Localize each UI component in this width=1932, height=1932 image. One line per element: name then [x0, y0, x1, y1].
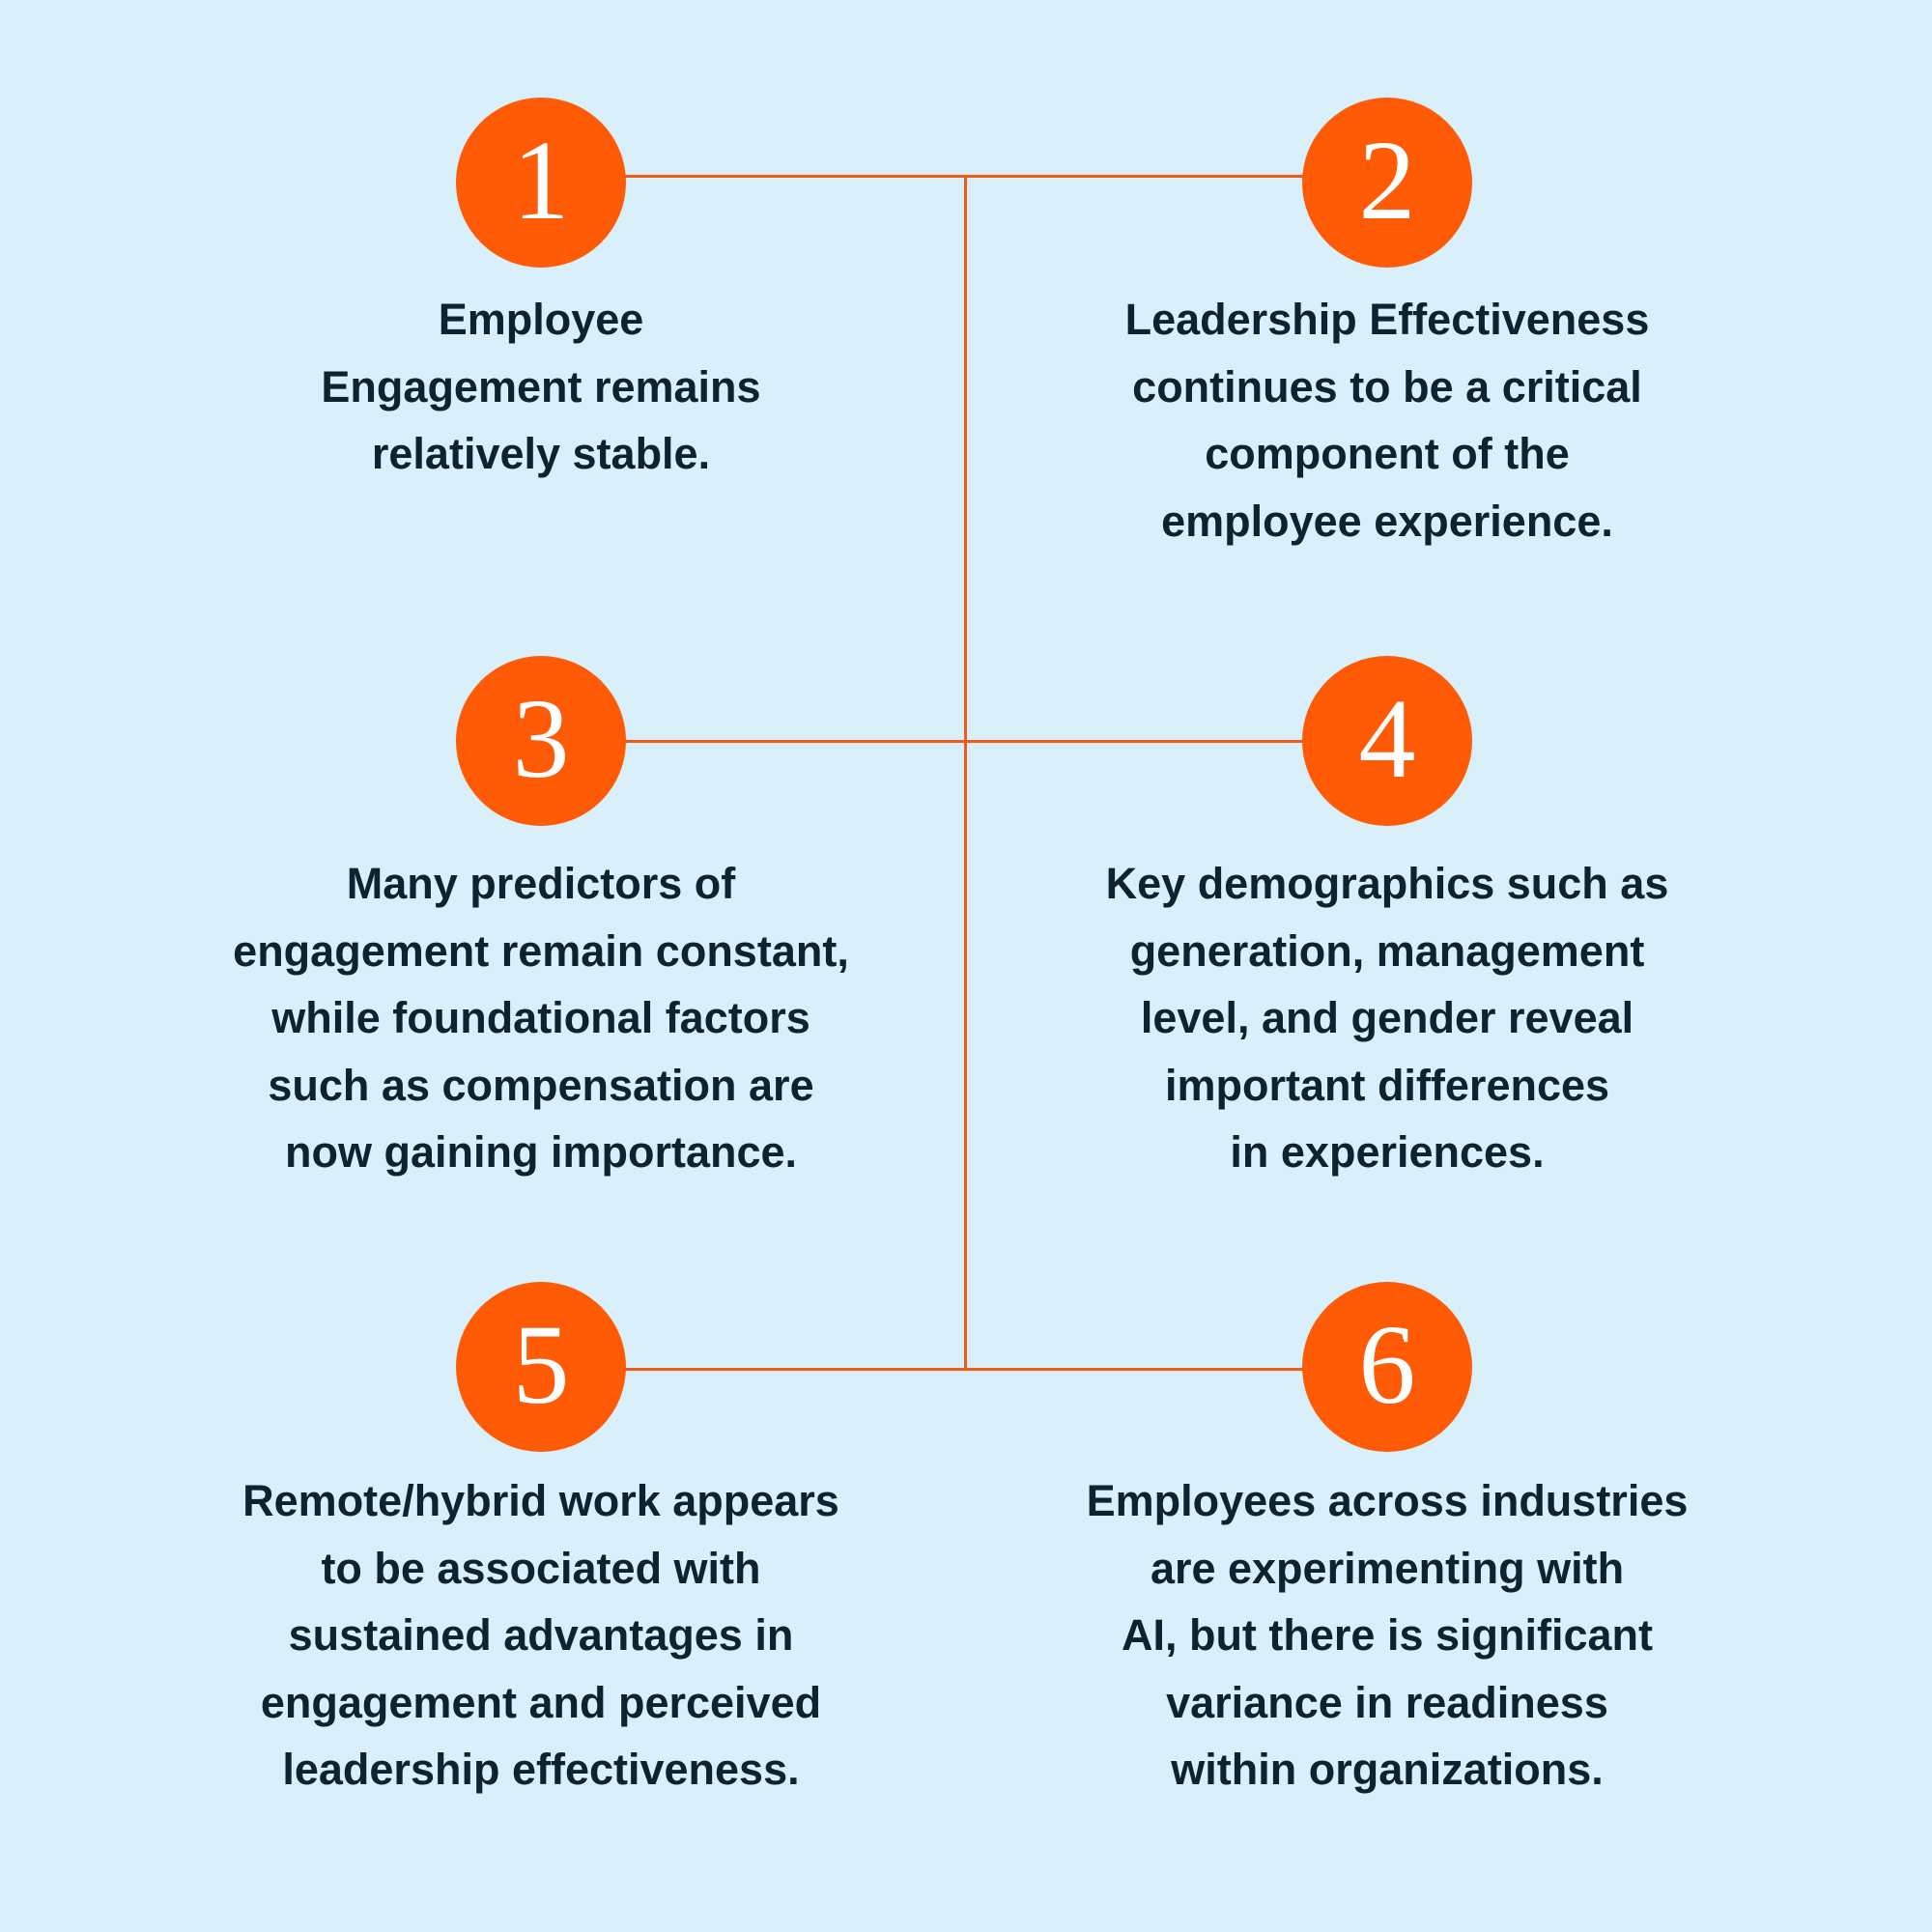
text-line: are experimenting with [1150, 1543, 1625, 1593]
text-line: leadership effectiveness. [282, 1745, 800, 1794]
number-badge-2: 2 [1302, 98, 1472, 268]
text-line: important differences [1164, 1060, 1610, 1110]
finding-text-6: Employees across industries are experime… [1020, 1467, 1754, 1804]
finding-text-4: Key demographics such as generation, man… [1020, 850, 1754, 1186]
vertical-connector-line [964, 176, 967, 1371]
connector-line-row-2 [618, 740, 1314, 743]
text-line: now gaining importance. [284, 1127, 798, 1177]
number-badge-4: 4 [1302, 656, 1472, 826]
text-line: Leadership Effectiveness [1124, 295, 1650, 344]
text-line: engagement and perceived [260, 1677, 822, 1727]
text-line: Many predictors of [346, 859, 736, 908]
text-line: while foundational factors [271, 993, 810, 1042]
text-line: engagement remain constant, [233, 925, 849, 976]
text-line: Key demographics such as [1105, 859, 1669, 908]
text-line: relatively stable. [371, 429, 711, 478]
number-label: 1 [512, 117, 570, 243]
number-label: 5 [512, 1301, 570, 1428]
text-line: employee experience. [1161, 496, 1613, 546]
text-line: in experiences. [1230, 1127, 1545, 1177]
finding-text-5: Remote/hybrid work appears to be associa… [174, 1467, 908, 1804]
text-line: Engagement remains [321, 361, 761, 412]
text-line: generation, management [1129, 925, 1645, 976]
text-line: continues to be a critical [1132, 361, 1642, 412]
number-badge-3: 3 [456, 656, 626, 826]
number-label: 4 [1358, 675, 1416, 802]
connector-line-row-1 [618, 175, 1314, 178]
number-label: 3 [512, 675, 570, 802]
text-line: such as compensation are [268, 1060, 814, 1110]
text-line: Employee [438, 295, 644, 344]
number-label: 6 [1358, 1301, 1416, 1428]
number-badge-1: 1 [456, 98, 626, 268]
number-badge-5: 5 [456, 1282, 626, 1452]
number-label: 2 [1358, 117, 1416, 243]
text-line: Employees across industries [1086, 1476, 1689, 1525]
text-line: level, and gender reveal [1140, 993, 1634, 1042]
finding-text-1: Employee Engagement remains relatively s… [174, 286, 908, 488]
text-line: sustained advantages in [288, 1610, 794, 1660]
text-line: within organizations. [1171, 1745, 1604, 1794]
connector-line-row-3 [618, 1368, 1314, 1371]
text-line: AI, but there is significant [1121, 1610, 1654, 1660]
finding-text-3: Many predictors of engagement remain con… [174, 850, 908, 1186]
number-badge-6: 6 [1302, 1282, 1472, 1452]
finding-text-2: Leadership Effectiveness continues to be… [1020, 286, 1754, 554]
text-line: variance in readiness [1166, 1677, 1608, 1727]
text-line: to be associated with [321, 1543, 761, 1593]
text-line: Remote/hybrid work appears [242, 1476, 839, 1525]
text-line: component of the [1205, 429, 1570, 478]
